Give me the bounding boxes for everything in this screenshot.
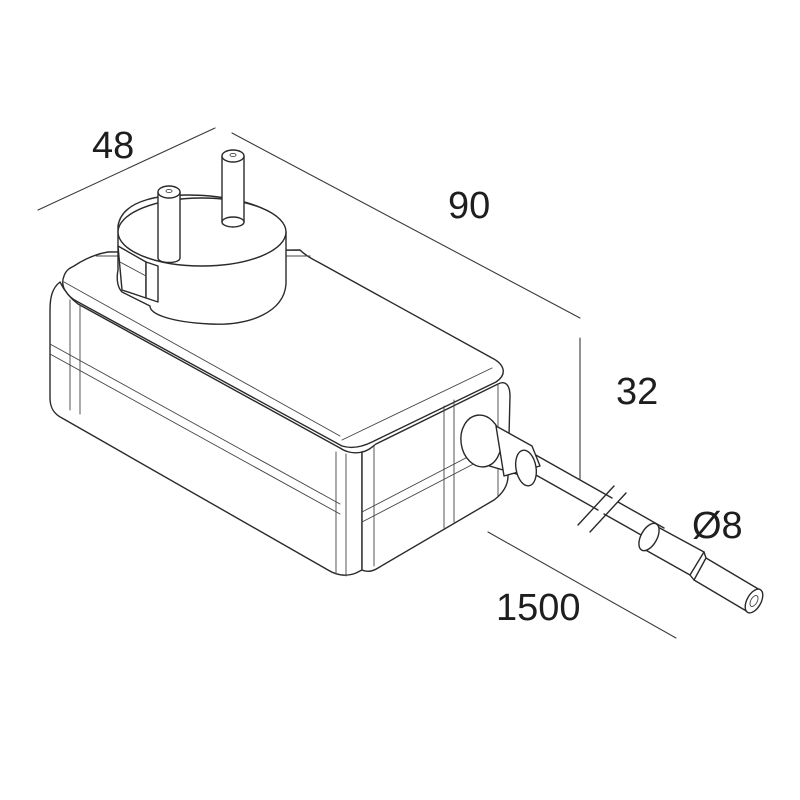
connector-diameter-label: Ø8 bbox=[692, 505, 743, 547]
plug-pins bbox=[157, 149, 245, 264]
length-label: 90 bbox=[448, 185, 490, 227]
cable-break-mark bbox=[589, 492, 627, 533]
cable-strain-relief bbox=[460, 414, 541, 487]
plug-pin-rear bbox=[221, 149, 245, 228]
plug-pin-front bbox=[157, 185, 181, 264]
dc-connector bbox=[638, 522, 764, 614]
cable-length-label: 1500 bbox=[496, 587, 581, 629]
width-label: 48 bbox=[92, 125, 134, 167]
length-dimension-line bbox=[231, 132, 581, 319]
cable-length-dimension-line bbox=[487, 531, 677, 639]
dimension-lines bbox=[37, 127, 677, 639]
adapter-front-face bbox=[49, 281, 363, 576]
cable-break-mark bbox=[577, 485, 615, 526]
cable bbox=[519, 453, 665, 541]
width-dimension-line bbox=[37, 127, 216, 211]
height-label: 32 bbox=[616, 371, 658, 413]
